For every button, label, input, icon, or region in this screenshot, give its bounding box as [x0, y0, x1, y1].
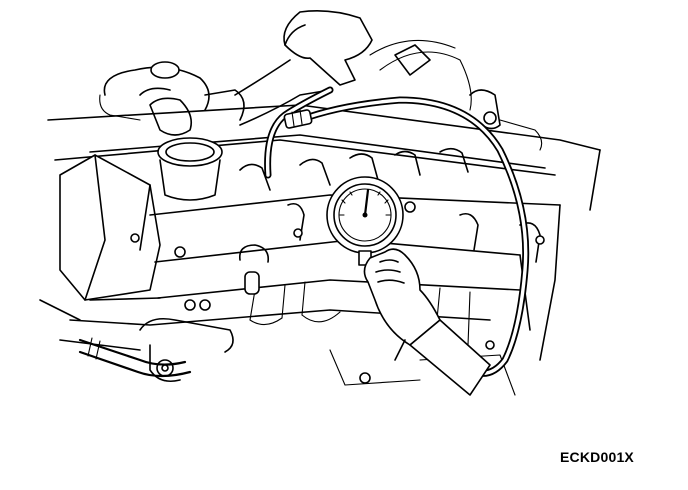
upper-hand — [234, 10, 373, 126]
bolt-icons — [130, 201, 545, 384]
intake-and-wiring — [99, 39, 543, 151]
pressure-gauge-icon — [326, 176, 404, 266]
engine-body — [39, 104, 601, 396]
lower-hand — [363, 248, 491, 396]
figure-code-label: ECKD001X — [560, 449, 634, 465]
